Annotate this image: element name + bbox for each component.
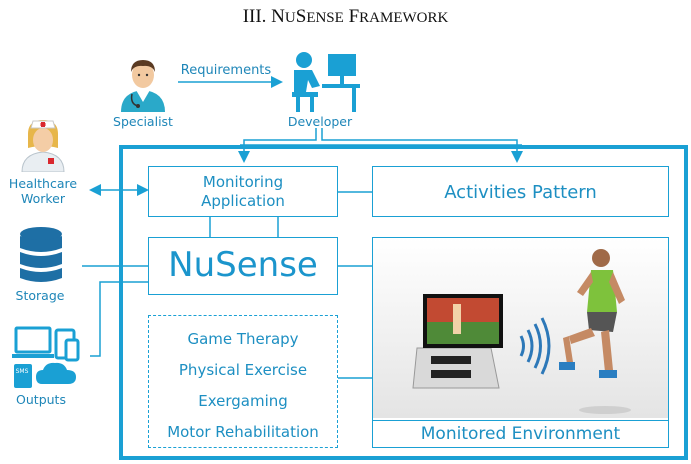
nusense-box: NuSense [148,237,338,295]
developer-label: Developer [287,114,353,129]
monitored-environment-box: Monitored Environment [372,237,669,448]
divider [373,420,668,421]
section-heading: III. NUSENSE FRAMEWORK [242,6,449,27]
specialist-label: Specialist [113,114,173,129]
storage-label: Storage [15,288,65,303]
healthcare-worker-icon [21,120,65,172]
activities-pattern-label: Activities Pattern [444,182,597,203]
sms-badge: SMS [15,368,29,375]
devices-icon [12,326,80,388]
specialist-icon [121,60,165,112]
monitoring-application-label: Monitoring Application [201,173,285,210]
requirements-label: Requirements [180,63,272,78]
list-item: Physical Exercise [178,361,308,379]
activities-pattern-box: Activities Pattern [372,166,669,217]
database-icon [20,227,62,282]
list-item: Exergaming [198,392,288,410]
healthcare-worker-label: Healthcare Worker [8,176,78,206]
exergaming-scene-illustration [373,238,668,418]
list-item: Game Therapy [187,330,299,348]
nusense-label: NuSense [168,245,318,285]
monitored-environment-label: Monitored Environment [420,424,621,444]
monitoring-application-box: Monitoring Application [148,166,338,217]
list-item: Motor Rehabilitation [167,423,319,441]
developer-icon [292,52,360,112]
outputs-label: Outputs [16,392,66,407]
applications-list: Game Therapy Physical Exercise Exergamin… [148,315,338,448]
